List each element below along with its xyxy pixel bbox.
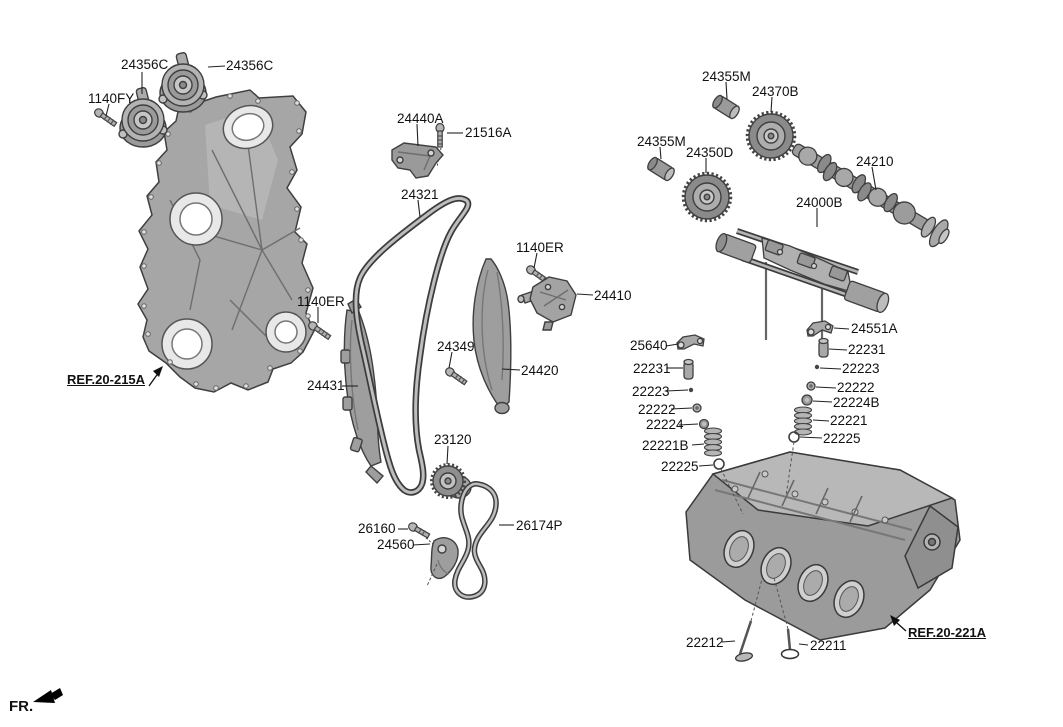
guide-24420 [472,258,512,415]
part-label-24420[interactable]: 24420 [521,363,559,378]
part-label-22223-right[interactable]: 22223 [842,361,880,376]
part-label-22221[interactable]: 22221 [830,413,868,428]
oil-pump-chain-26174p [452,481,499,600]
part-label-1140er-right[interactable]: 1140ER [516,240,564,255]
bracket-24440a [391,142,444,179]
part-label-22224b[interactable]: 22224B [833,395,880,410]
part-label-22231-left[interactable]: 22231 [633,361,671,376]
part-label-24000b[interactable]: 24000B [796,195,843,210]
part-label-24356c-left[interactable]: 24356C [121,57,169,72]
part-label-25640[interactable]: 25640 [630,338,668,353]
part-label-24440a[interactable]: 24440A [397,111,444,126]
part-label-1140er-left[interactable]: 1140ER [297,294,345,309]
part-label-24210[interactable]: 24210 [856,154,894,169]
part-label-22225-left[interactable]: 22225 [661,459,699,474]
part-label-24321[interactable]: 24321 [401,187,439,202]
bolt-1140er-left [308,321,332,341]
part-label-22224[interactable]: 22224 [646,417,684,432]
part-label-21516a[interactable]: 21516A [465,125,512,140]
part-label-24356c-right[interactable]: 24356C [226,58,274,73]
part-label-22231-right[interactable]: 22231 [848,342,886,357]
cvvt-assembly-left [118,87,168,148]
part-label-24560[interactable]: 24560 [377,537,415,552]
tensioner-24560 [426,537,459,587]
plug-bolt-24355m-left [647,156,675,182]
fr-direction-arrow [33,688,63,703]
plug-bolt-24355m-top [712,94,740,120]
ref-link-20-215a[interactable]: REF.20-215A [67,372,146,387]
part-label-22221b[interactable]: 22221B [642,438,689,453]
valve-parts-left-column [676,334,744,515]
part-label-24410[interactable]: 24410 [594,288,632,303]
valve-parts-right-column [785,320,834,497]
part-label-22222-left[interactable]: 22222 [638,402,676,417]
tensioner-24410 [517,276,577,331]
cam-sprocket-24370b [745,110,797,162]
ref-link-20-221a[interactable]: REF.20-221A [908,625,987,640]
bolt-1140fy [94,108,118,128]
part-label-26174p[interactable]: 26174P [516,518,563,533]
part-label-22212[interactable]: 22212 [686,635,724,650]
valve-22211 [773,577,800,660]
part-label-24551a[interactable]: 24551A [851,321,898,336]
camshaft-24210 [791,143,950,248]
part-label-24355m-left[interactable]: 24355M [637,134,686,149]
part-label-26160[interactable]: 26160 [358,521,396,536]
bolt-24349 [445,367,468,386]
leader-lines [105,65,877,646]
part-label-1140fy[interactable]: 1140FY [88,91,135,106]
part-label-24370b[interactable]: 24370B [752,84,799,99]
cam-sprocket-24350d [681,171,733,223]
guide-24431 [340,298,384,485]
part-label-22223-left[interactable]: 22223 [632,384,670,399]
part-label-24431[interactable]: 24431 [307,378,345,393]
part-label-24349[interactable]: 24349 [437,339,475,354]
cvvt-assembly-right [158,52,208,113]
timing-chain-24321 [352,195,472,496]
cylinder-head [685,451,961,641]
timing-cover [137,89,315,393]
ref-arrow-221a [890,615,907,632]
fr-indicator: FR. [9,698,34,715]
part-label-24355m-top[interactable]: 24355M [702,69,751,84]
part-label-22222-right[interactable]: 22222 [837,380,875,395]
valve-22212 [734,578,763,662]
part-label-23120[interactable]: 23120 [434,432,472,447]
part-label-22225-right[interactable]: 22225 [823,431,861,446]
bolt-21516a [435,122,445,148]
bolt-26160 [408,522,431,539]
part-label-22211[interactable]: 22211 [810,638,847,653]
part-label-24350d[interactable]: 24350D [686,145,734,160]
ref-arrow-215a [148,366,163,387]
cam-carrier-24000b [715,228,890,352]
